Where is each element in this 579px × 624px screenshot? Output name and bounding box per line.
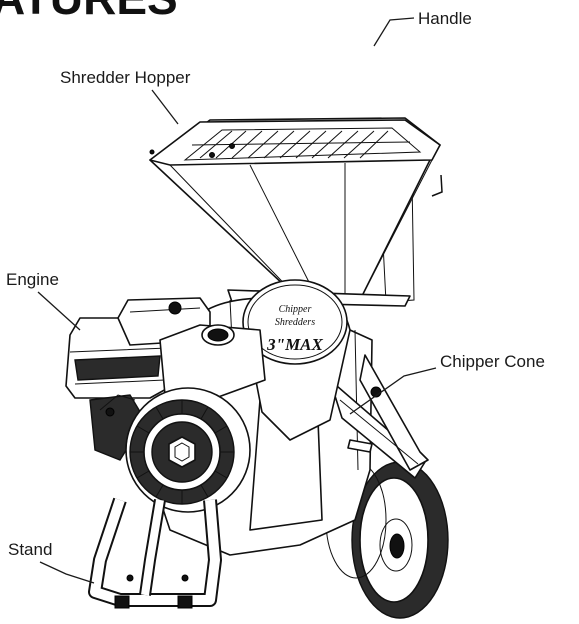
machine-illustration: Chipper Shredders 3"MAX [65, 33, 449, 619]
callout-shredder-hopper: Shredder Hopper [60, 68, 191, 125]
section-heading: ATURES [0, 0, 178, 24]
engine-label: Engine [6, 270, 59, 289]
logo-line1: Chipper [279, 304, 312, 315]
wheel-part [325, 461, 449, 619]
shredder-hopper-part [149, 117, 441, 307]
callout-handle: Handle [373, 9, 472, 47]
callout-engine: Engine [6, 270, 81, 331]
logo-line2: Shredders [275, 317, 315, 328]
handle-label: Handle [418, 9, 472, 28]
chipper-cone-part [329, 354, 429, 479]
engine-part [65, 297, 266, 513]
logo-disc: Chipper Shredders 3"MAX [242, 279, 351, 441]
shredder-hopper-label: Shredder Hopper [60, 68, 191, 87]
callout-stand: Stand [8, 540, 95, 584]
chipper-cone-label: Chipper Cone [440, 352, 545, 371]
callout-chipper-cone: Chipper Cone [349, 352, 545, 415]
stand-part [88, 497, 222, 609]
logo-capacity: 3"MAX [266, 335, 323, 354]
stand-label: Stand [8, 540, 52, 559]
